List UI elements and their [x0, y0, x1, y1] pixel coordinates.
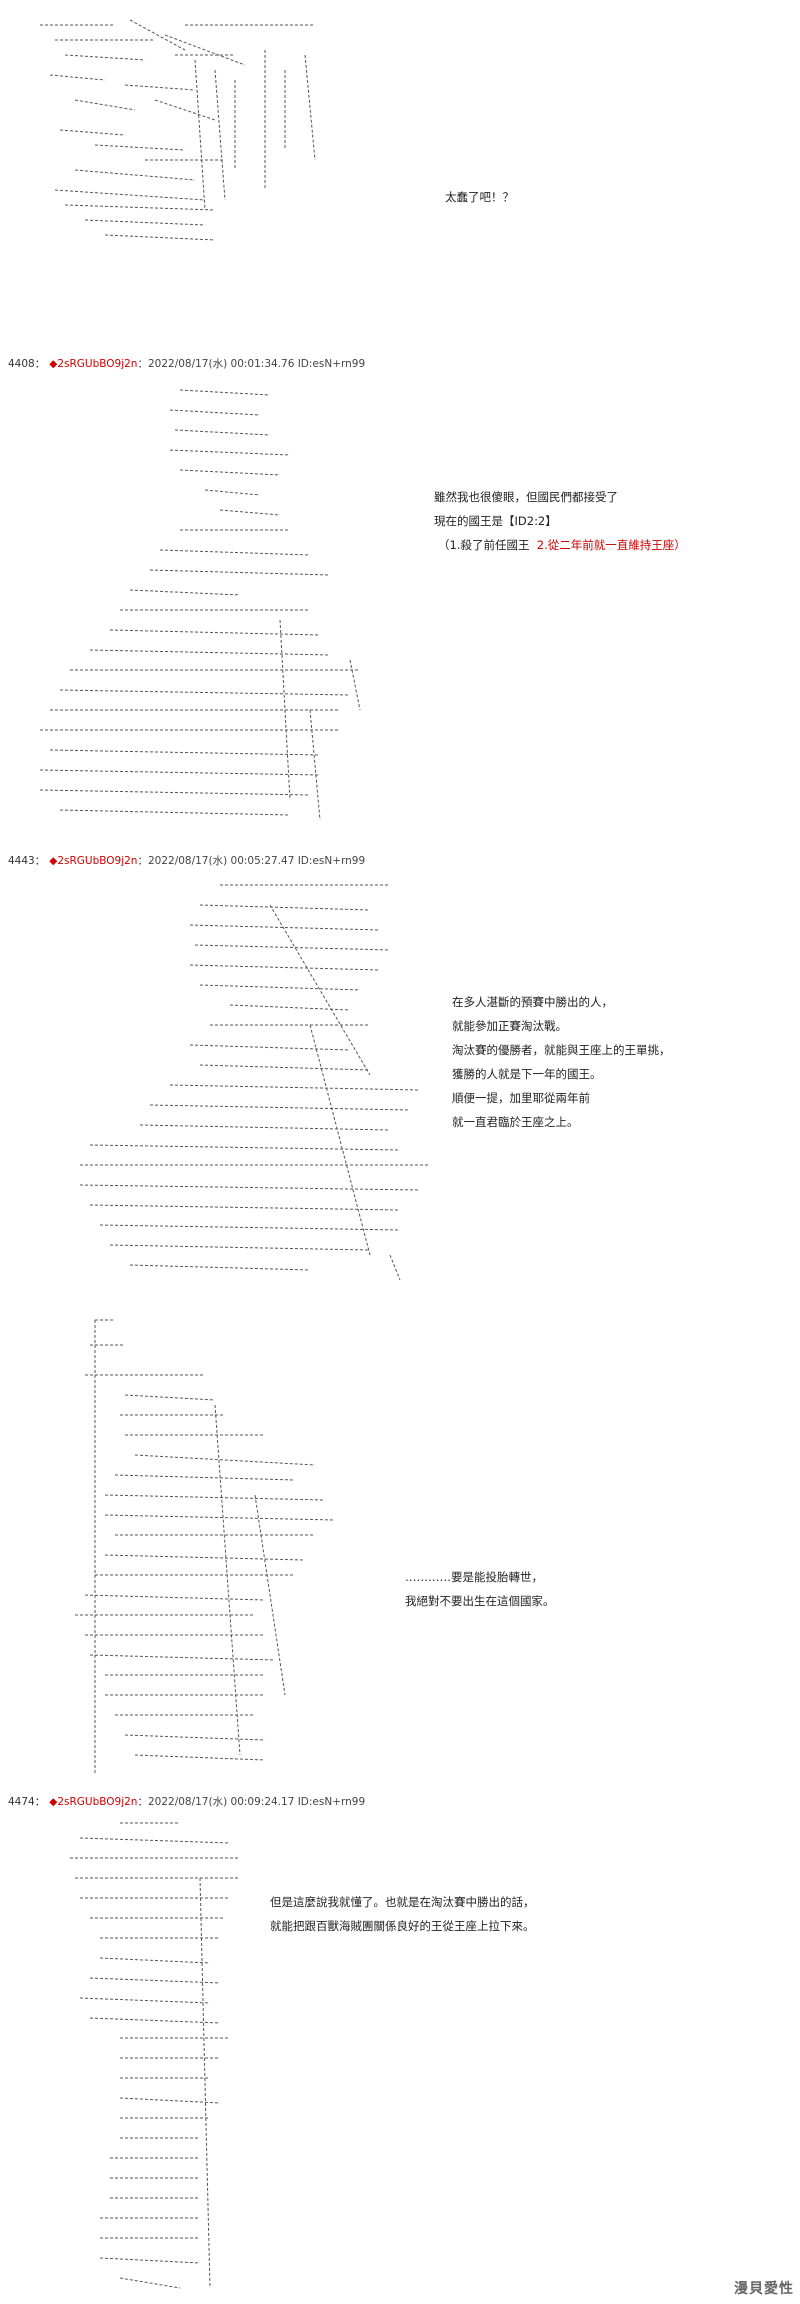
dialog-line-choices: （1.殺了前任國王 2.從二年前就一直維持王座）	[434, 533, 686, 557]
ascii-art-5	[60, 1818, 260, 2298]
dialog-line: 獲勝的人就是下一年的國王。	[452, 1067, 602, 1081]
tripcode: 2sRGUbBO9j2n	[57, 1796, 138, 1808]
dialog-5: 但是這麼說我就懂了。也就是在淘汰賽中勝出的話， 就能把跟百獸海賊團關係良好的王從…	[270, 1890, 535, 1938]
dialog-line: 雖然我也很傻眼，但國民們都接受了	[434, 490, 618, 504]
post-meta: ：2022/08/17(水) 00:09:24.17 ID:esN+rn99	[137, 1796, 366, 1808]
ascii-art-4	[65, 1315, 365, 1775]
dialog-line: 就一直君臨於王座之上。	[452, 1115, 579, 1129]
dialog-line: 我絕對不要出生在這個國家。	[405, 1594, 555, 1608]
dialog-line: 但是這麼說我就懂了。也就是在淘汰賽中勝出的話，	[270, 1895, 535, 1909]
ascii-art-1	[35, 10, 355, 250]
dialog-3: 在多人湛斷的預賽中勝出的人， 就能參加正賽淘汰戰。 淘汰賽的優勝者，就能與王座上…	[452, 990, 671, 1134]
dialog-1: 太蠢了吧！？	[445, 185, 514, 209]
dialog-line: 現在的國王是【ID2:2】	[434, 514, 557, 528]
post-header-4408: 4408：◆2sRGUbBO9j2n：2022/08/17(水) 00:01:3…	[8, 356, 365, 371]
trip-diamond-icon: ◆	[49, 1796, 58, 1808]
post-header-4474: 4474：◆2sRGUbBO9j2n：2022/08/17(水) 00:09:2…	[8, 1794, 365, 1809]
post-meta: ：2022/08/17(水) 00:01:34.76 ID:esN+rn99	[137, 358, 366, 370]
choice-2: 2.從二年前就一直維持王座）	[536, 538, 686, 552]
dialog-line: 順便一提，加里耶從兩年前	[452, 1091, 590, 1105]
post-number: 4408：	[8, 358, 46, 370]
dialog-line: 就能把跟百獸海賊團關係良好的王從王座上拉下來。	[270, 1919, 535, 1933]
ascii-art-3	[70, 875, 450, 1285]
choice-1: （1.殺了前任國王	[438, 538, 530, 552]
dialog-line: 在多人湛斷的預賽中勝出的人，	[452, 995, 613, 1009]
post-meta: ：2022/08/17(水) 00:05:27.47 ID:esN+rn99	[137, 855, 366, 867]
trip-diamond-icon: ◆	[49, 358, 58, 370]
dialog-4: …………要是能投胎轉世， 我絕對不要出生在這個國家。	[405, 1565, 555, 1613]
trip-diamond-icon: ◆	[49, 855, 58, 867]
dialog-line: 淘汰賽的優勝者，就能與王座上的王單挑，	[452, 1043, 671, 1057]
post-number: 4443：	[8, 855, 46, 867]
watermark: 漫貝愛性	[734, 2281, 794, 2297]
tripcode: 2sRGUbBO9j2n	[57, 855, 138, 867]
dialog-line: …………要是能投胎轉世，	[405, 1570, 543, 1584]
post-number: 4474：	[8, 1796, 46, 1808]
dialog-2: 雖然我也很傻眼，但國民們都接受了 現在的國王是【ID2:2】 （1.殺了前任國王…	[434, 485, 686, 557]
post-header-4443: 4443：◆2sRGUbBO9j2n：2022/08/17(水) 00:05:2…	[8, 853, 365, 868]
dialog-line: 太蠢了吧！？	[445, 190, 514, 204]
tripcode: 2sRGUbBO9j2n	[57, 358, 138, 370]
dialog-line: 就能參加正賽淘汰戰。	[452, 1019, 567, 1033]
ascii-art-2	[30, 380, 410, 830]
